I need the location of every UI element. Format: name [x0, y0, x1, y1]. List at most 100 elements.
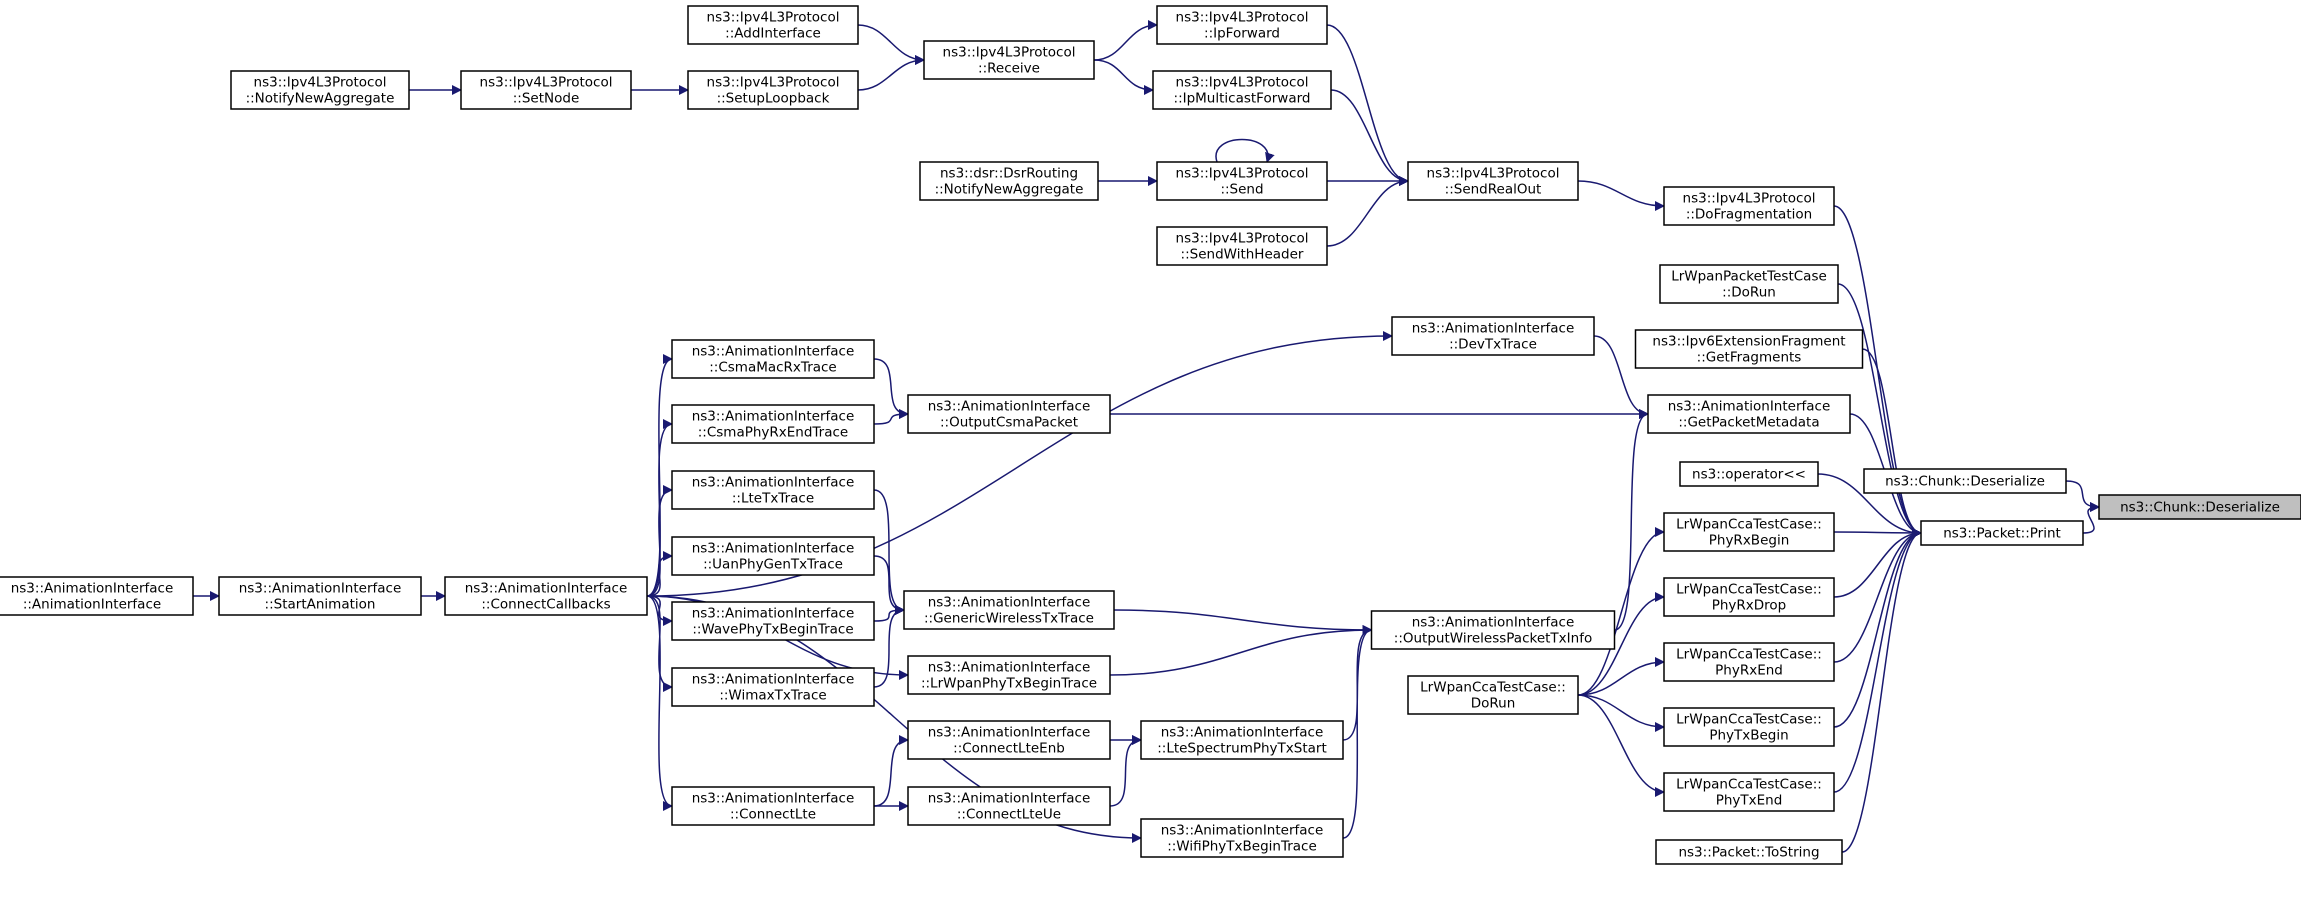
node-label: ns3::Ipv4L3Protocol	[1176, 75, 1309, 91]
node-anim-getpacketmetadata[interactable]: ns3::AnimationInterface::GetPacketMetada…	[1647, 394, 1851, 434]
node-box	[1659, 264, 1839, 304]
node-anim-ltetxtrace[interactable]: ns3::AnimationInterface::LteTxTrace	[671, 470, 875, 510]
node-anim-animationinterface[interactable]: ns3::AnimationInterface::AnimationInterf…	[0, 576, 194, 616]
node-label: ::CsmaPhyRxEndTrace	[698, 425, 849, 441]
edge-cca-phyrxdrop-to-packet-print	[1833, 528, 1922, 598]
node-anim-uanphygentxtrace[interactable]: ns3::AnimationInterface::UanPhyGenTxTrac…	[671, 536, 875, 576]
node-label: ::GetPacketMetadata	[1678, 415, 1819, 431]
node-ipv4-sendwithheader[interactable]: ns3::Ipv4L3Protocol::SendWithHeader	[1156, 226, 1328, 266]
node-cca-dorun[interactable]: LrWpanCcaTestCase::DoRun	[1407, 675, 1579, 715]
node-label: LrWpanCcaTestCase::	[1676, 582, 1822, 598]
node-anim-outputcsmapacket[interactable]: ns3::AnimationInterface::OutputCsmaPacke…	[907, 394, 1111, 434]
node-anim-csmaphyrxendtrace[interactable]: ns3::AnimationInterface::CsmaPhyRxEndTra…	[671, 404, 875, 444]
nodes-layer: ns3::Chunk::Deserializens3::Chunk::Deser…	[0, 5, 2301, 865]
node-anim-connectcallbacks[interactable]: ns3::AnimationInterface::ConnectCallback…	[444, 576, 648, 616]
node-box	[923, 40, 1095, 80]
node-cca-phyrxend[interactable]: LrWpanCcaTestCase::PhyRxEnd	[1663, 642, 1835, 682]
edge-ipv4-dofragmentation-to-packet-print	[1833, 205, 1922, 538]
node-box	[1679, 461, 1819, 487]
node-ipv4-dofragmentation[interactable]: ns3::Ipv4L3Protocol::DoFragmentation	[1663, 186, 1835, 226]
node-box	[687, 70, 859, 110]
node-label: ns3::Ipv4L3Protocol	[1427, 166, 1560, 182]
node-ipv4-setnode[interactable]: ns3::Ipv4L3Protocol::SetNode	[460, 70, 632, 110]
node-label: ::DoRun	[1722, 285, 1776, 301]
node-ipv4-ipforward[interactable]: ns3::Ipv4L3Protocol::IpForward	[1156, 5, 1328, 45]
edge-anim-csmaphyrxendtrace-to-anim-outputcsmapacket	[873, 409, 909, 425]
node-box	[1156, 161, 1328, 201]
edge-anim-csmamacrxtrace-to-anim-outputcsmapacket	[873, 358, 909, 419]
node-box	[1663, 512, 1835, 552]
node-label: ns3::AnimationInterface	[928, 595, 1091, 611]
node-box	[671, 786, 875, 826]
node-label: ::NotifyNewAggregate	[935, 182, 1084, 198]
node-label: ::GetFragments	[1697, 350, 1802, 366]
node-ipv6-ext-fragment-getfragments[interactable]: ns3::Ipv6ExtensionFragment::GetFragments	[1634, 329, 1864, 369]
node-operator-lshift[interactable]: ns3::operator<<	[1679, 461, 1819, 487]
edges-layer	[192, 20, 2100, 853]
edge-ipv4-sendwithheader-to-ipv4-sendrealout	[1326, 176, 1409, 247]
node-label: ns3::Chunk::Deserialize	[1885, 474, 2045, 490]
node-packet-print[interactable]: ns3::Packet::Print	[1920, 520, 2084, 546]
node-cca-phyrxbegin[interactable]: LrWpanCcaTestCase::PhyRxBegin	[1663, 512, 1835, 552]
node-anim-startanimation[interactable]: ns3::AnimationInterface::StartAnimation	[218, 576, 422, 616]
node-box	[1663, 707, 1835, 747]
node-lrwpan-packet-test-dorun[interactable]: LrWpanPacketTestCase::DoRun	[1659, 264, 1839, 304]
node-label: ::StartAnimation	[265, 597, 376, 613]
edge-anim-wifiphytxbegintrace-to-anim-outputwirelesspackettxinfo	[1342, 625, 1373, 839]
node-cca-phytxbegin[interactable]: LrWpanCcaTestCase::PhyTxBegin	[1663, 707, 1835, 747]
node-box	[907, 786, 1111, 826]
node-label: ::OutputWirelessPacketTxInfo	[1394, 631, 1592, 647]
node-anim-ltespectrumphytxstart[interactable]: ns3::AnimationInterface::LteSpectrumPhyT…	[1140, 720, 1344, 760]
node-anim-connectlteue[interactable]: ns3::AnimationInterface::ConnectLteUe	[907, 786, 1111, 826]
node-label: ns3::Ipv4L3Protocol	[480, 75, 613, 91]
node-chunk-deserialize[interactable]: ns3::Chunk::Deserialize	[1863, 468, 2067, 494]
node-ipv4-receive[interactable]: ns3::Ipv4L3Protocol::Receive	[923, 40, 1095, 80]
node-anim-wimaxtxtrace[interactable]: ns3::AnimationInterface::WimaxTxTrace	[671, 667, 875, 707]
node-ipv4-send[interactable]: ns3::Ipv4L3Protocol::Send	[1156, 161, 1328, 201]
node-ipv4-sendrealout[interactable]: ns3::Ipv4L3Protocol::SendRealOut	[1407, 161, 1579, 201]
node-label: ::Receive	[978, 61, 1040, 77]
node-label: ns3::Chunk::Deserialize	[2120, 500, 2280, 516]
edge-cca-dorun-to-cca-phyrxbegin	[1577, 527, 1665, 696]
node-anim-devtxtrace[interactable]: ns3::AnimationInterface::DevTxTrace	[1391, 316, 1595, 356]
node-box	[0, 576, 194, 616]
node-label: ::SetNode	[513, 91, 580, 107]
edge-anim-wavephytxbegintrace-to-anim-genericwirelesstxtrace	[873, 605, 905, 622]
node-label: PhyRxDrop	[1712, 598, 1787, 614]
node-label: ns3::AnimationInterface	[692, 541, 855, 557]
node-box	[671, 667, 875, 707]
node-anim-genericwirelesstxtrace[interactable]: ns3::AnimationInterface::GenericWireless…	[903, 590, 1115, 630]
edge-anim-genericwirelesstxtrace-to-anim-outputwirelesspackettxinfo	[1113, 609, 1373, 635]
node-cca-phyrxdrop[interactable]: LrWpanCcaTestCase::PhyRxDrop	[1663, 577, 1835, 617]
node-anim-lrwpanphytxbegintrace[interactable]: ns3::AnimationInterface::LrWpanPhyTxBegi…	[907, 655, 1111, 695]
node-label: ns3::Ipv4L3Protocol	[707, 75, 840, 91]
node-cca-phytxend[interactable]: LrWpanCcaTestCase::PhyTxEnd	[1663, 772, 1835, 812]
node-box	[1407, 675, 1579, 715]
node-label: ::AnimationInterface	[23, 597, 161, 613]
node-ipv4-ipmulticastforward[interactable]: ns3::Ipv4L3Protocol::IpMulticastForward	[1152, 70, 1332, 110]
node-packet-tostring[interactable]: ns3::Packet::ToString	[1655, 839, 1843, 865]
node-box	[218, 576, 422, 616]
edge-ipv4-send-to-ipv4-send	[1215, 138, 1275, 163]
edge-ipv4-receive-to-ipv4-ipforward	[1093, 20, 1158, 61]
node-anim-wavephytxbegintrace[interactable]: ns3::AnimationInterface::WavePhyTxBeginT…	[671, 601, 875, 641]
edge-ipv4-setuploopback-to-ipv4-receive	[857, 55, 925, 91]
node-label: ns3::Ipv4L3Protocol	[943, 45, 1076, 61]
node-box	[907, 655, 1111, 695]
edge-anim-lrwpanphytxbegintrace-to-anim-outputwirelesspackettxinfo	[1109, 625, 1373, 676]
node-dsr-notifynewaggregate[interactable]: ns3::dsr::DsrRouting::NotifyNewAggregate	[919, 161, 1099, 201]
node-ipv4-addinterface[interactable]: ns3::Ipv4L3Protocol::AddInterface	[687, 5, 859, 45]
node-label: DoRun	[1471, 696, 1516, 712]
node-anim-outputwirelesspackettxinfo[interactable]: ns3::AnimationInterface::OutputWirelessP…	[1370, 610, 1616, 650]
edge-ipv4-sendrealout-to-ipv4-dofragmentation	[1577, 180, 1665, 211]
node-anim-csmamacrxtrace[interactable]: ns3::AnimationInterface::CsmaMacRxTrace	[671, 339, 875, 379]
node-label: ns3::AnimationInterface	[692, 475, 855, 491]
node-box	[1156, 5, 1328, 45]
node-anim-connectlteenb[interactable]: ns3::AnimationInterface::ConnectLteEnb	[907, 720, 1111, 760]
node-anim-wifiphytxbegintrace[interactable]: ns3::AnimationInterface::WifiPhyTxBeginT…	[1140, 818, 1344, 858]
node-ipv4-setuploopback[interactable]: ns3::Ipv4L3Protocol::SetupLoopback	[687, 70, 859, 110]
node-chunk-deserialize-target[interactable]: ns3::Chunk::Deserialize	[2098, 494, 2301, 520]
node-anim-connectlte[interactable]: ns3::AnimationInterface::ConnectLte	[671, 786, 875, 826]
node-ipv4-notifynewaggregate[interactable]: ns3::Ipv4L3Protocol::NotifyNewAggregate	[230, 70, 410, 110]
node-box	[1407, 161, 1579, 201]
